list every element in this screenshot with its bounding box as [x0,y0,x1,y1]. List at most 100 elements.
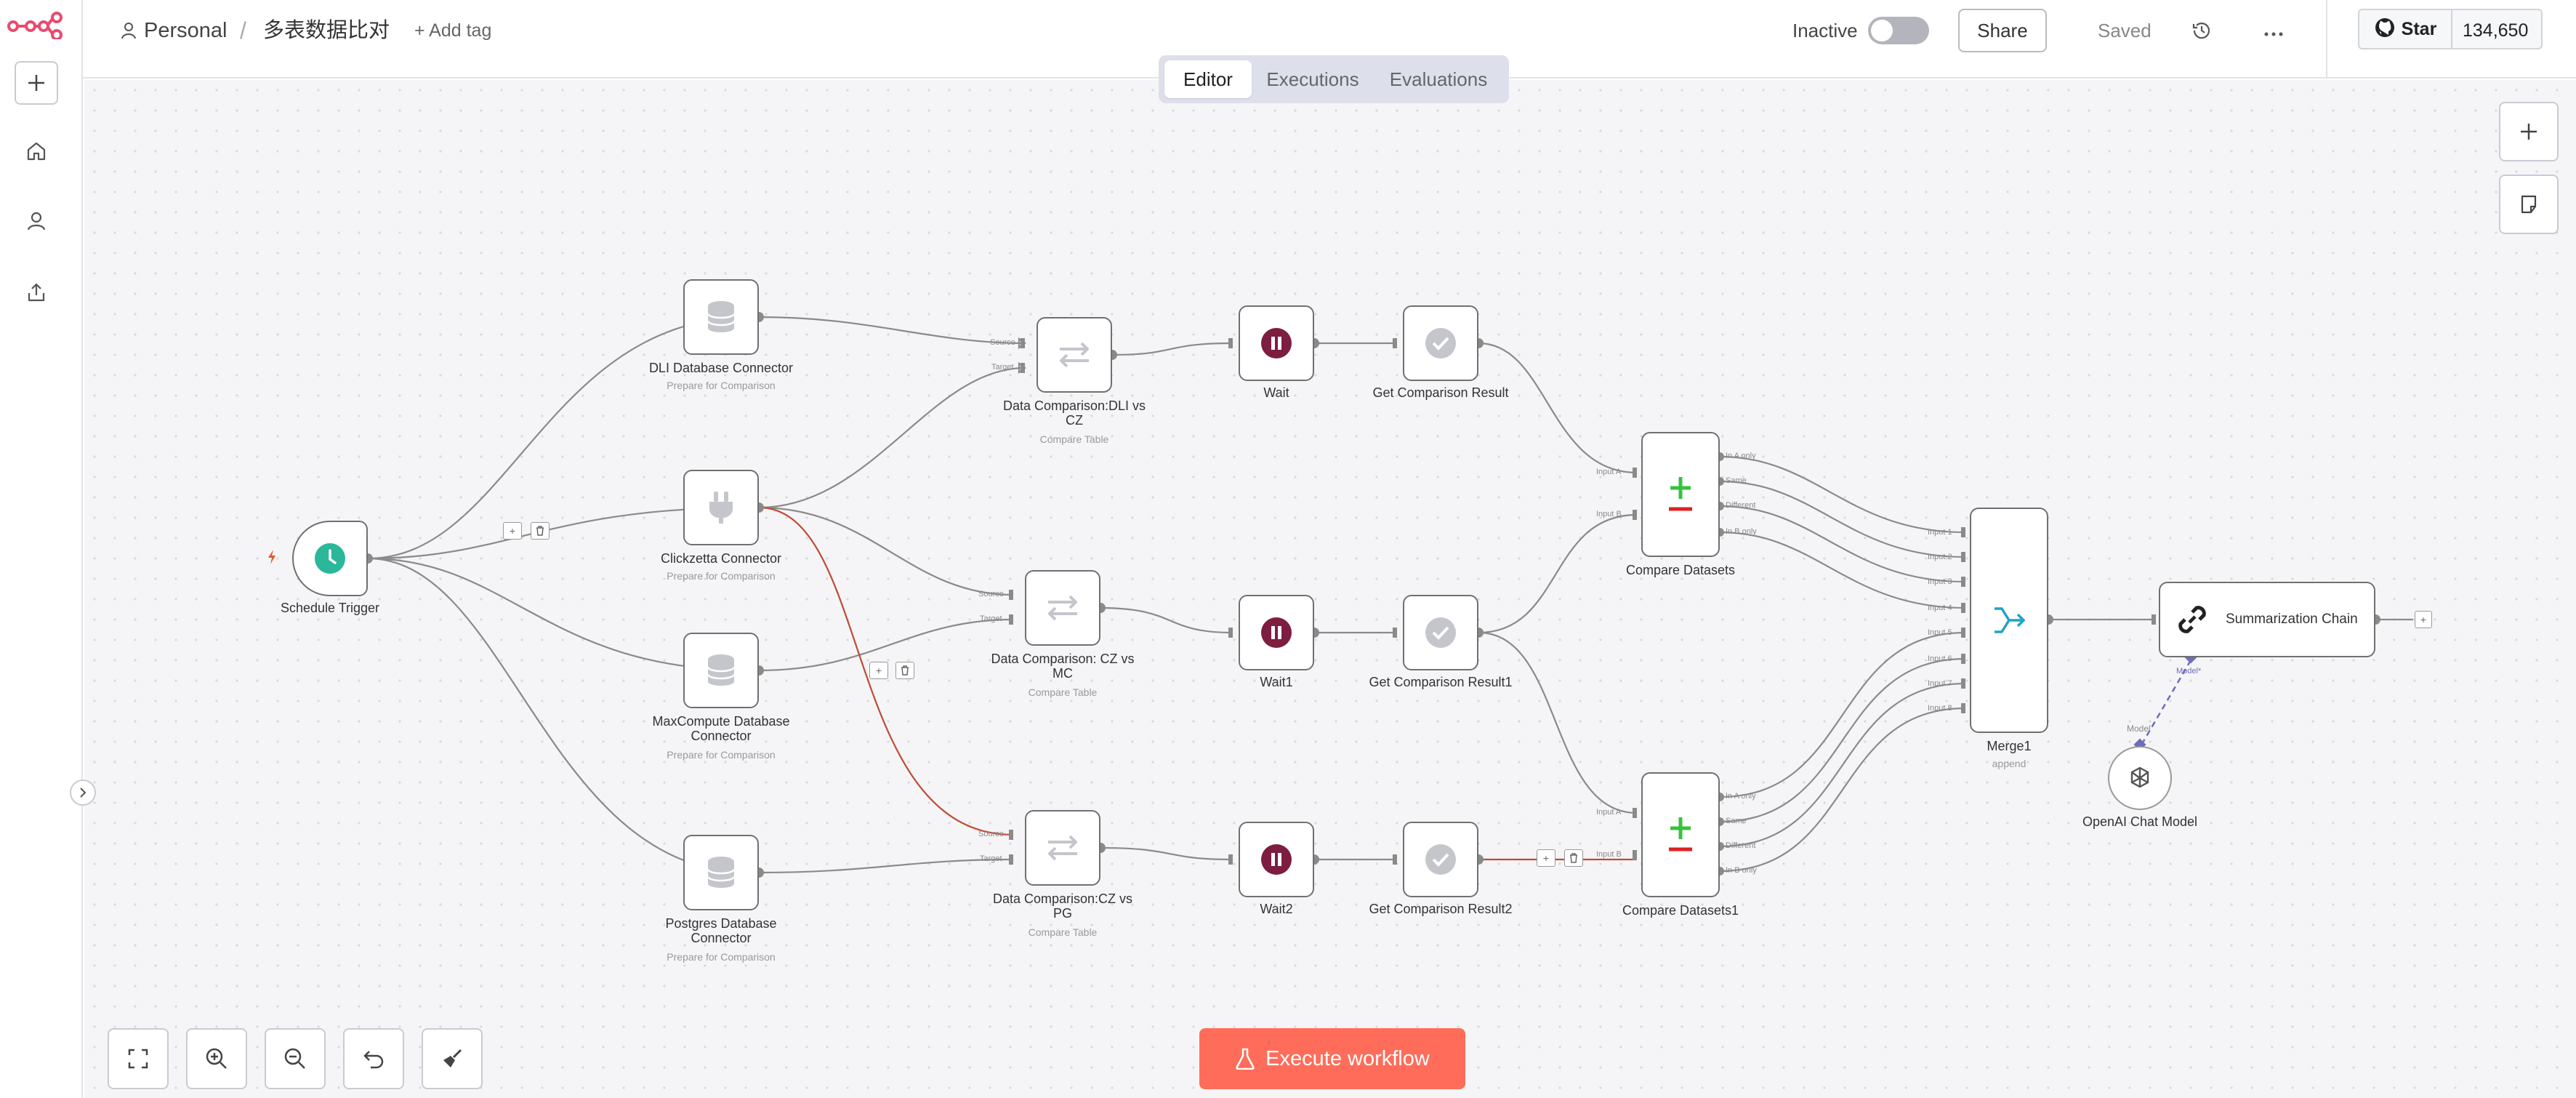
add-node-button[interactable] [2499,102,2559,161]
project-link[interactable]: Personal [144,19,228,42]
get-comparison-result-node[interactable] [1403,305,1478,381]
edge-add-node-button[interactable]: + [869,662,888,679]
check-circle-icon [1425,844,1456,875]
port-merge-input-4: Input 4 [1928,604,1952,612]
postgres-connector-node[interactable] [683,835,759,910]
compare-datasets1-label: Compare Datasets1 [1622,903,1739,918]
edge-cmpA-3 [1719,505,1966,583]
openai-chat-model-node[interactable] [2108,746,2172,810]
port-different: Different [1726,841,1756,850]
edge-dli-cmp [758,316,1026,345]
chevron-right-icon [80,788,86,798]
port-same: Same [1726,817,1747,825]
compare-datasets-node[interactable] [1641,432,1720,557]
port-in-b-only: In B only [1726,866,1757,875]
data-comparison-pg-node[interactable] [1025,810,1100,886]
edge-delete-button[interactable] [1564,849,1583,867]
edge-trigger-postgres [367,557,751,874]
tidy-up-button[interactable] [422,1028,483,1089]
history-icon[interactable] [2191,20,2213,45]
active-toggle[interactable] [1868,17,1929,44]
tab-editor[interactable]: Editor [1164,60,1252,98]
sidebar [0,0,83,1098]
trash-icon [536,526,544,536]
port-in-a-only: In A only [1726,792,1756,801]
port-target: Target [980,614,1002,623]
port-source: Source [990,338,1015,347]
zoom-out-button[interactable] [265,1028,326,1089]
fit-view-icon [128,1049,148,1069]
pause-icon [1261,844,1292,875]
edge-add-node-button[interactable]: + [503,522,522,540]
execute-workflow-button[interactable]: Execute workflow [1199,1028,1465,1089]
edge-cmpB-8 [1719,707,1966,873]
database-icon [707,301,736,332]
get-comparison-result1-label: Get Comparison Result1 [1369,675,1513,689]
wait2-node[interactable] [1239,822,1314,897]
edge-delete-button[interactable] [531,522,550,540]
broom-icon [443,1049,462,1067]
zoom-in-button[interactable] [186,1028,247,1089]
schedule-trigger-node[interactable] [292,521,368,596]
get-comparison-result1-node[interactable] [1403,595,1478,670]
user-icon[interactable] [15,199,58,243]
trash-icon [901,665,909,676]
sticky-note-button[interactable] [2499,175,2559,234]
clickzetta-connector-node[interactable] [683,470,759,545]
data-comparison-pg-notes: Compare Table [1028,926,1098,938]
home-icon[interactable] [15,129,58,173]
share-button[interactable]: Share [1958,9,2047,52]
summarization-add-output-button[interactable]: + [2415,611,2432,628]
github-icon [2374,17,2396,42]
edge-get1-compare [1478,513,1638,634]
edge-cmp-pg-wait2 [1100,846,1233,861]
merge-icon [1995,607,2026,633]
dli-connector-label: DLI Database Connector [648,361,794,375]
edge-delete-button[interactable] [895,662,914,679]
merge-node[interactable] [1970,508,2048,733]
merge-label: Merge1 [1987,739,2032,753]
saved-status: Saved [2098,20,2152,41]
data-comparison-dli-node[interactable] [1037,317,1112,393]
edge-trigger-maxcompute [367,557,751,672]
breadcrumb-separator: / [240,17,246,44]
workflow-name[interactable]: 多表数据比对 [263,19,390,42]
database-icon [707,654,736,686]
dli-connector-node[interactable] [683,279,759,355]
edge-cz-cmp-pg-error [758,506,1014,836]
zoom-to-fit-button[interactable] [108,1028,169,1089]
get-comparison-result2-node[interactable] [1403,822,1478,897]
data-comparison-dli-notes: Compare Table [1039,433,1109,445]
data-comparison-mc-node[interactable] [1025,570,1100,646]
compare-datasets1-node[interactable] [1641,772,1720,897]
share-upload-icon[interactable] [15,271,58,314]
edge-cmpA-4 [1719,531,1966,609]
summarization-chain-node[interactable]: Summarization Chain [2159,582,2375,657]
execute-workflow-label: Execute workflow [1265,1046,1430,1070]
merge-notes: append [1992,758,2026,769]
maxcompute-connector-node[interactable] [683,633,759,708]
tab-evaluations[interactable]: Evaluations [1389,68,1488,90]
port-merge-input-1: Input 1 [1928,528,1952,537]
plus-minus-icon [1669,817,1692,851]
n8n-logo[interactable] [6,10,64,41]
wait-node[interactable] [1239,305,1314,381]
expand-sidebar-button[interactable] [70,780,96,806]
github-star-button[interactable]: Star 134,650 [2358,9,2543,49]
port-merge-input-5: Input 5 [1928,628,1952,637]
maxcompute-connector-notes: Prepare for Comparison [667,749,776,761]
tab-executions[interactable]: Executions [1266,68,1359,90]
create-button[interactable] [15,61,58,105]
port-merge-input-2: Input 2 [1928,553,1952,561]
clickzetta-connector-notes: Prepare for Comparison [667,570,776,582]
star-label: Star [2401,18,2437,39]
wait1-node[interactable] [1239,595,1314,670]
edge-add-node-button[interactable]: + [1537,849,1555,867]
add-tag-button[interactable]: + Add tag [414,20,492,41]
more-options-icon[interactable] [2263,28,2284,41]
port-in-a-only: In A only [1726,452,1756,460]
trash-icon [1570,853,1577,863]
zoom-in-icon [206,1048,227,1069]
port-merge-input-3: Input 3 [1928,577,1952,586]
undo-button[interactable] [343,1028,404,1089]
